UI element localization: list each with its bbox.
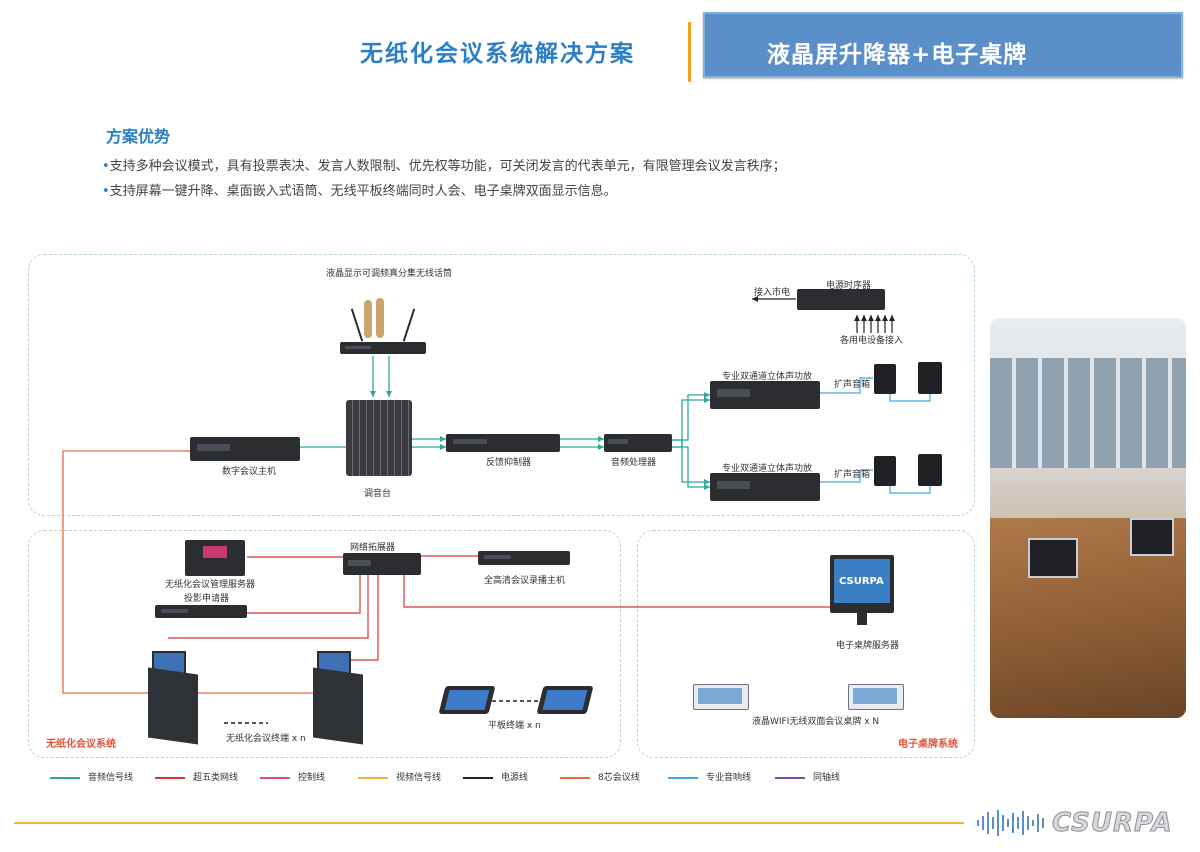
conference-room-photo — [990, 318, 1186, 718]
conference-host — [190, 437, 300, 461]
eplate-server-label: 电子桌牌服务器 — [836, 641, 900, 651]
monitor-stand — [857, 613, 867, 625]
advantage-item: •支持屏幕一键升降、桌面嵌入式语筒、无线平板终端同时人会、电子桌牌双面显示信息。 — [102, 184, 617, 199]
legend-item: 8芯会议线 — [560, 770, 640, 783]
paperless-server-label: 无纸化会议管理服务器 — [165, 580, 256, 590]
projector-label: 投影申请器 — [184, 594, 230, 604]
subtitle-banner — [703, 12, 1183, 78]
speaker-bottom-right — [918, 454, 942, 486]
power-sequencer-label: 电源时序器 — [826, 281, 872, 291]
legend-item: 超五类网线 — [155, 770, 238, 783]
amplifier-bottom — [710, 473, 820, 501]
audio-system-zone — [28, 254, 975, 516]
audio-processor — [604, 434, 672, 452]
brand-logo: CSURPA — [1052, 808, 1173, 839]
wifi-plate-2 — [848, 684, 904, 710]
audio-processor-label: 音频处理器 — [611, 458, 657, 468]
recorder-label: 全高清会议录播主机 — [484, 576, 566, 586]
paperless-terminal-2 — [313, 651, 363, 745]
paperless-server — [185, 540, 245, 576]
advantages-heading: 方案优势 — [106, 127, 171, 146]
bullet-icon: • — [102, 184, 110, 199]
bullet-icon: • — [102, 159, 110, 174]
eplate-zone — [637, 530, 975, 758]
recording-host — [478, 551, 570, 565]
title-divider — [688, 22, 691, 82]
eplate-server-monitor: CSURPA — [830, 555, 894, 613]
mixer — [346, 400, 412, 476]
zone-eplate-label: 电子桌牌系统 — [898, 739, 958, 750]
advantage-item: •支持多种会议模式，具有投票表决、发言人数限制、优先权等功能，可关闭发言的代表单… — [102, 159, 786, 174]
legend-item: 电源线 — [463, 770, 528, 783]
network-label: 网络拓展器 — [350, 543, 396, 553]
page-subtitle: 液晶屏升降器+电子桌牌 — [767, 42, 1028, 68]
amp-top-label: 专业双通道立体声功放 — [722, 372, 813, 382]
legend-item: 专业音响线 — [668, 770, 751, 783]
feedback-suppressor — [446, 434, 560, 452]
speaker-bottom-label: 扩声音箱 — [834, 470, 871, 480]
wireless-mic-label: 液晶显示可调频真分集无线话筒 — [326, 269, 453, 279]
legend-item: 视频信号线 — [358, 770, 441, 783]
wifi-plate-label: 液晶WIFI无线双面会议桌牌 x N — [752, 717, 880, 727]
page-title: 无纸化会议系统解决方案 — [360, 41, 635, 67]
speaker-bottom-left — [874, 456, 896, 486]
soundwave-icon — [977, 810, 1044, 836]
power-sequencer — [797, 289, 885, 310]
tablet-terminal-1 — [438, 686, 496, 714]
zone-paperless-label: 无纸化会议系统 — [46, 739, 116, 750]
amplifier-top — [710, 381, 820, 409]
mains-label: 接入市电 — [754, 288, 791, 298]
projector-applicator — [155, 605, 247, 618]
footer-divider — [14, 822, 964, 824]
monitor-brand-text: CSURPA — [839, 576, 884, 587]
paperless-terminal-1 — [148, 651, 198, 745]
tablet-terminal-2 — [536, 686, 594, 714]
speaker-top-left — [874, 364, 896, 394]
wireless-mic-receiver — [340, 298, 426, 358]
terminal-label: 无纸化会议终端 x n — [226, 734, 306, 744]
legend-item: 音频信号线 — [50, 770, 133, 783]
legend-item: 同轴线 — [775, 770, 840, 783]
amp-bottom-label: 专业双通道立体声功放 — [722, 464, 813, 474]
paperless-zone — [28, 530, 621, 758]
legend-item: 控制线 — [260, 770, 325, 783]
mixer-label: 调音台 — [364, 489, 392, 499]
tablet-label: 平板终端 x n — [488, 721, 541, 731]
feedback-label: 反馈抑制器 — [486, 458, 532, 468]
speaker-top-right — [918, 362, 942, 394]
network-switch — [343, 553, 421, 575]
conference-host-label: 数字会议主机 — [222, 467, 277, 477]
speaker-top-label: 扩声音箱 — [834, 380, 871, 390]
wifi-plate-1 — [693, 684, 749, 710]
equipment-in-label: 各用电设备接入 — [840, 336, 904, 346]
